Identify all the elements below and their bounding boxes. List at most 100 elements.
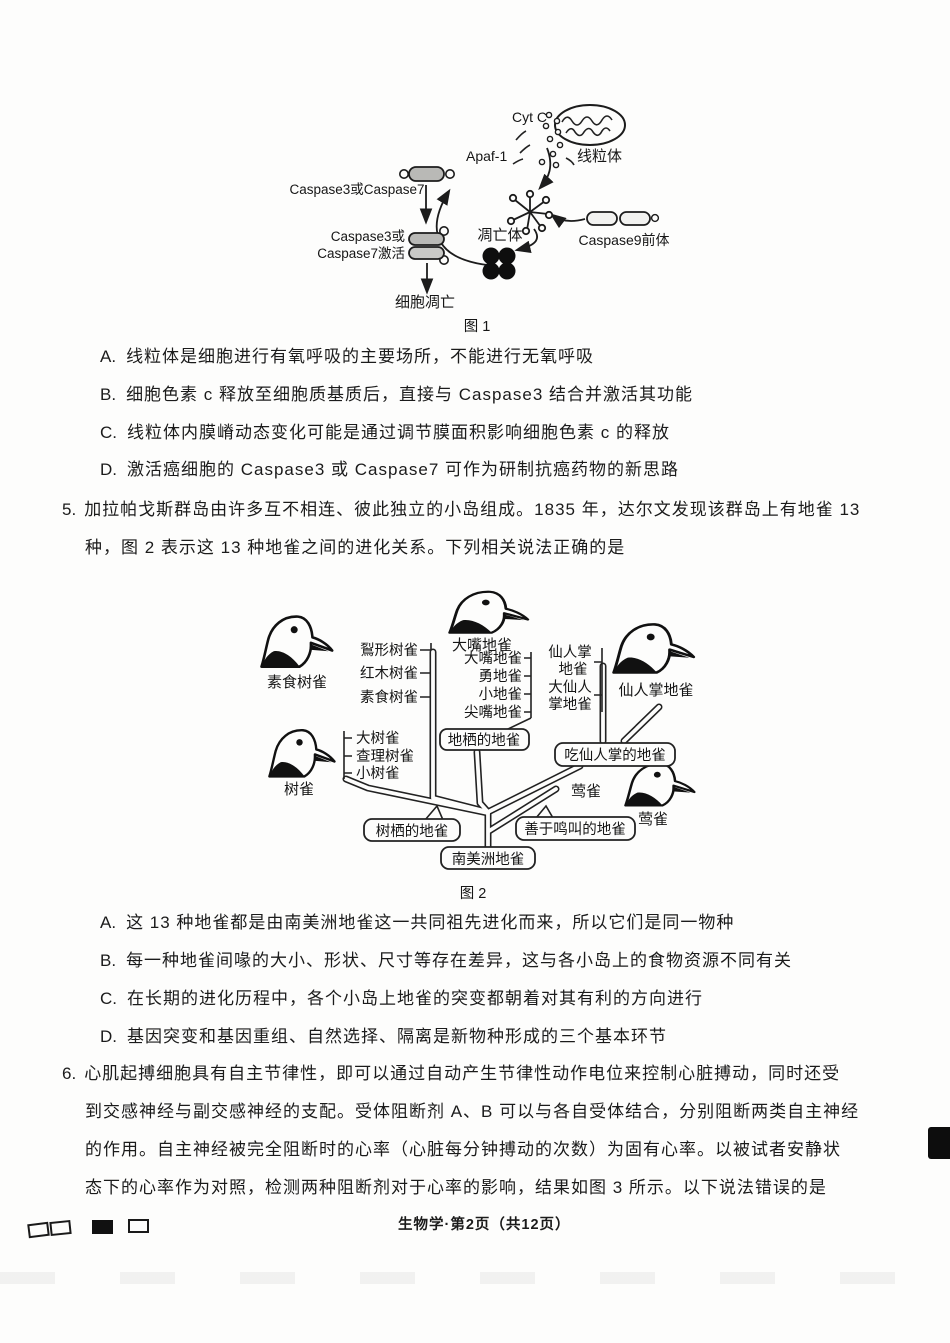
bird-vegetarian-tree-finch xyxy=(260,615,334,668)
cactus-finch-line-2: 地雀 xyxy=(559,661,588,678)
label-bird-tree: 树雀 xyxy=(284,781,314,798)
registration-mark-1 xyxy=(27,1221,50,1239)
q6-number: 6. xyxy=(62,1064,77,1083)
label-cytc: Cyt C xyxy=(512,109,547,125)
label-apoptosome: 凋亡体 xyxy=(477,227,522,244)
q4-option-d: D. 激活癌细胞的 Caspase3 或 Caspase7 可作为研制抗癌药物的新… xyxy=(100,460,679,480)
figure2-finch-phylogeny: 素食树雀 树雀 大嘴地雀 仙人掌地雀 莺雀 鴷形树雀 红木树雀 素食树雀 大树雀… xyxy=(260,590,696,902)
q5-option-d-label: D. xyxy=(100,1027,117,1046)
box-tree-dwelling-text: 树栖的地雀 xyxy=(376,823,449,840)
box-south-american xyxy=(440,846,536,870)
ground-finch-4: 尖嘴地雀 xyxy=(464,704,522,721)
label-bird-vegetarian: 素食树雀 xyxy=(267,674,327,691)
box-tree-dwelling xyxy=(363,818,461,842)
figure1-caption: 图 1 xyxy=(464,319,491,335)
tree-finch-upper-3: 素食树雀 xyxy=(360,689,418,706)
bird-large-ground-finch xyxy=(448,590,530,635)
q5-stem-text-1: 加拉帕戈斯群岛由许多互不相连、彼此独立的小岛组成。1835 年，达尔文发现该群岛… xyxy=(84,500,861,519)
mitochondrion-shape xyxy=(554,104,626,146)
cactus-finch-line-3: 大仙人 xyxy=(548,679,592,696)
cytochrome-c-dots xyxy=(538,111,564,169)
ground-finch-2: 勇地雀 xyxy=(479,668,523,685)
apoptosome-shape xyxy=(506,189,554,236)
label-caspase37: Caspase3或Caspase7 xyxy=(289,182,424,197)
box-singing xyxy=(515,816,636,841)
label-mitochondria: 线粒体 xyxy=(577,148,622,165)
arrow-cytc-to-apoptosome xyxy=(538,147,554,191)
q4-option-b-label: B. xyxy=(100,385,117,404)
q5-option-c: C. 在长期的进化历程中，各个小岛上地雀的突变都朝着对其有利的方向进行 xyxy=(100,989,703,1009)
box-ground-dwelling xyxy=(439,728,530,751)
registration-mark-3 xyxy=(92,1220,113,1234)
box-cactus-eating xyxy=(554,742,676,767)
warbler-branch-label: 莺雀 xyxy=(571,783,601,800)
q5-option-c-text: 在长期的进化历程中，各个小岛上地雀的突变都朝着对其有利的方向进行 xyxy=(127,989,703,1008)
arrow-casp9-to-apoptosome xyxy=(549,213,586,229)
q4-option-b-text: 细胞色素 c 释放至细胞质基质后，直接与 Caspase3 结合并激活其功能 xyxy=(126,385,694,404)
q6-stem-text-2: 到交感神经与副交感神经的支配。受体阻断剂 A、B 可以与各自受体结合，分别阻断两… xyxy=(85,1102,860,1121)
group-brackets xyxy=(343,643,603,779)
label-bird-warbler: 莺雀 xyxy=(638,811,668,828)
tree-finch-lower-2: 查理树雀 xyxy=(356,748,414,765)
q5-stem-line-1: 5.加拉帕戈斯群岛由许多互不相连、彼此独立的小岛组成。1835 年，达尔文发现该… xyxy=(62,500,860,520)
tree-finch-lower-1: 大树雀 xyxy=(356,730,400,747)
figure2-caption: 图 2 xyxy=(460,886,487,902)
caspase37-activated-shape xyxy=(408,226,449,266)
bird-warbler-finch xyxy=(624,762,696,807)
tree-finch-upper-1: 鴷形树雀 xyxy=(360,642,418,659)
q4-option-a-label: A. xyxy=(100,347,117,366)
q6-stem-line-1: 6. 心肌起搏细胞具有自主节律性，即可以通过自动产生节律性动作电位来控制心脏搏动，… xyxy=(62,1064,840,1084)
q6-stem-text-3: 的作用。自主神经被完全阻断时的心率（心脏每分钟搏动的次数）为固有心率。以被试者安… xyxy=(85,1140,841,1159)
q4-option-d-text: 激活癌细胞的 Caspase3 或 Caspase7 可作为研制抗癌药物的新思路 xyxy=(127,460,679,479)
q4-option-c: C.线粒体内膜嵴动态变化可能是通过调节膜面积影响细胞色素 c 的释放 xyxy=(100,423,670,443)
cactus-finch-line-4: 掌地雀 xyxy=(548,696,592,713)
tree-finch-lower-3: 小树雀 xyxy=(356,765,400,782)
q5-option-c-label: C. xyxy=(100,989,117,1008)
q5-option-a-label: A. xyxy=(100,913,117,932)
figure1-apoptosis-diagram: Cyt C 线粒体 Apaf-1 Caspase3或Caspase7 凋亡体 C… xyxy=(289,104,670,335)
q4-option-c-label: C. xyxy=(100,423,117,442)
label-apaf1: Apaf-1 xyxy=(466,148,507,164)
release-ticks xyxy=(512,130,575,166)
q5-option-d: D. 基因突变和基因重组、自然选择、隔离是新物种形成的三个基本环节 xyxy=(100,1027,667,1047)
q4-option-d-label: D. xyxy=(100,460,117,479)
registration-mark-2 xyxy=(49,1219,72,1237)
q4-option-a: A. 线粒体是细胞进行有氧呼吸的主要场所，不能进行无氧呼吸 xyxy=(100,347,594,367)
label-bird-large-ground: 大嘴地雀 xyxy=(452,637,512,654)
q5-option-d-text: 基因突变和基因重组、自然选择、隔离是新物种形成的三个基本环节 xyxy=(127,1027,667,1046)
q6-stem-text-4: 态下的心率作为对照，检测两种阻断剂对于心率的影响，结果如图 3 所示。以下说法错… xyxy=(85,1178,827,1197)
q6-stem-line-3: 的作用。自主神经被完全阻断时的心率（心脏每分钟搏动的次数）为固有心率。以被试者安… xyxy=(85,1140,841,1160)
bird-tree-finch xyxy=(268,729,336,778)
label-bird-cactus: 仙人掌地雀 xyxy=(618,682,693,699)
registration-mark-4 xyxy=(128,1219,149,1233)
q4-option-a-text: 线粒体是细胞进行有氧呼吸的主要场所，不能进行无氧呼吸 xyxy=(126,347,595,366)
q5-option-b-text: 每一种地雀间喙的大小、形状、尺寸等存在差异，这与各小岛上的食物资源不同有关 xyxy=(126,951,793,970)
ground-finch-1: 大嘴地雀 xyxy=(464,650,522,667)
label-cell-apoptosis: 细胞凋亡 xyxy=(395,294,455,311)
phylogeny-branches xyxy=(342,648,663,851)
caspase9-precursor-shape xyxy=(586,211,660,226)
q5-option-b-label: B. xyxy=(100,951,117,970)
q6-stem-text-1: 心肌起搏细胞具有自主节律性，即可以通过自动产生节律性动作电位来控制心脏搏动，同时… xyxy=(84,1064,841,1083)
arrow-apoptosome-to-bodies xyxy=(514,228,538,254)
q5-option-a: A.这 13 种地雀都是由南美洲地雀这一共同祖先进化而来，所以它们是同一物种 xyxy=(100,913,734,933)
box-south-american-text: 南美洲地雀 xyxy=(452,851,525,868)
q6-stem-line-2: 到交感神经与副交感神经的支配。受体阻断剂 A、B 可以与各自受体结合，分别阻断两… xyxy=(85,1102,859,1122)
q5-option-b: B. 每一种地雀间喙的大小、形状、尺寸等存在差异，这与各小岛上的食物资源不同有关 xyxy=(100,951,792,971)
cactus-finch-line-1: 仙人掌 xyxy=(548,644,592,661)
caspase37-pill-shape xyxy=(398,166,455,182)
box-ground-dwelling-text: 地栖的地雀 xyxy=(448,732,521,749)
page-footer: 生物学·第2页（共12页） xyxy=(398,1217,571,1233)
q4-option-b: B. 细胞色素 c 释放至细胞质基质后，直接与 Caspase3 结合并激活其功能 xyxy=(100,385,693,405)
scan-edge-mark xyxy=(928,1127,950,1159)
box-cactus-eating-text: 吃仙人掌的地雀 xyxy=(564,747,666,764)
q6-stem-line-4: 态下的心率作为对照，检测两种阻断剂对于心率的影响，结果如图 3 所示。以下说法错… xyxy=(85,1178,827,1198)
q5-stem-line-2: 种，图 2 表示这 13 种地雀之间的进化关系。下列相关说法正确的是 xyxy=(85,538,625,558)
bird-cactus-ground-finch xyxy=(612,622,696,675)
apoptotic-bodies-shape xyxy=(482,247,516,280)
ground-finch-3: 小地雀 xyxy=(479,686,523,703)
tree-finch-upper-2: 红木树雀 xyxy=(360,665,418,682)
label-caspase9: Caspase9前体 xyxy=(578,232,669,248)
label-caspase3-line: Caspase3或 xyxy=(331,229,405,244)
